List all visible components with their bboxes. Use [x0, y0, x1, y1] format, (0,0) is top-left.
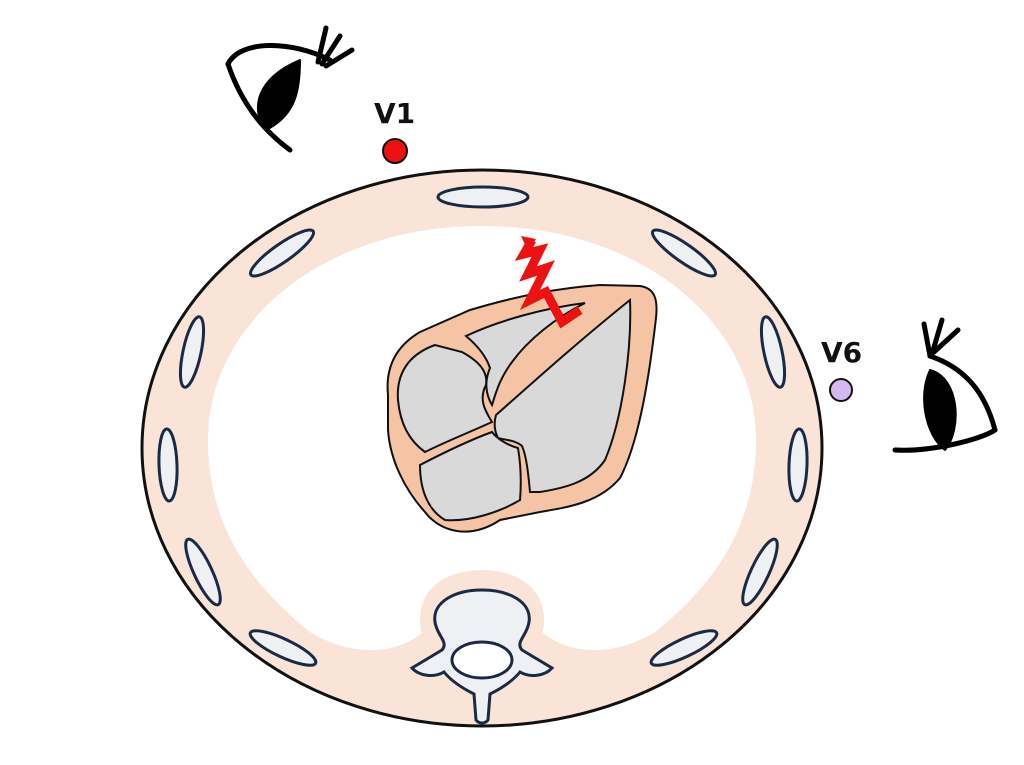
rib: [436, 185, 530, 209]
zigzag-arrow-icon: [514, 236, 583, 329]
v1-electrode: [382, 138, 408, 164]
rib: [248, 629, 318, 667]
v1-label: V1: [374, 97, 415, 130]
v6-electrode: [829, 378, 853, 402]
rib: [157, 427, 179, 503]
ribs: [157, 185, 809, 667]
vertebra: [409, 588, 555, 725]
rib: [650, 228, 718, 278]
right-ventricle: [464, 302, 586, 408]
v6-label: V6: [821, 336, 862, 369]
left-ventricle: [493, 297, 632, 493]
rib: [649, 629, 719, 667]
rib: [184, 537, 222, 607]
eye-icon: [892, 317, 998, 453]
rib: [741, 537, 779, 607]
spinal-canal: [450, 640, 514, 680]
rib: [787, 427, 809, 503]
rib: [248, 228, 316, 278]
right-atrium: [396, 343, 494, 454]
left-atrium: [418, 430, 522, 522]
heart: [386, 283, 658, 533]
rib: [759, 315, 787, 389]
rib: [178, 315, 206, 389]
eye-icon: [225, 25, 355, 153]
